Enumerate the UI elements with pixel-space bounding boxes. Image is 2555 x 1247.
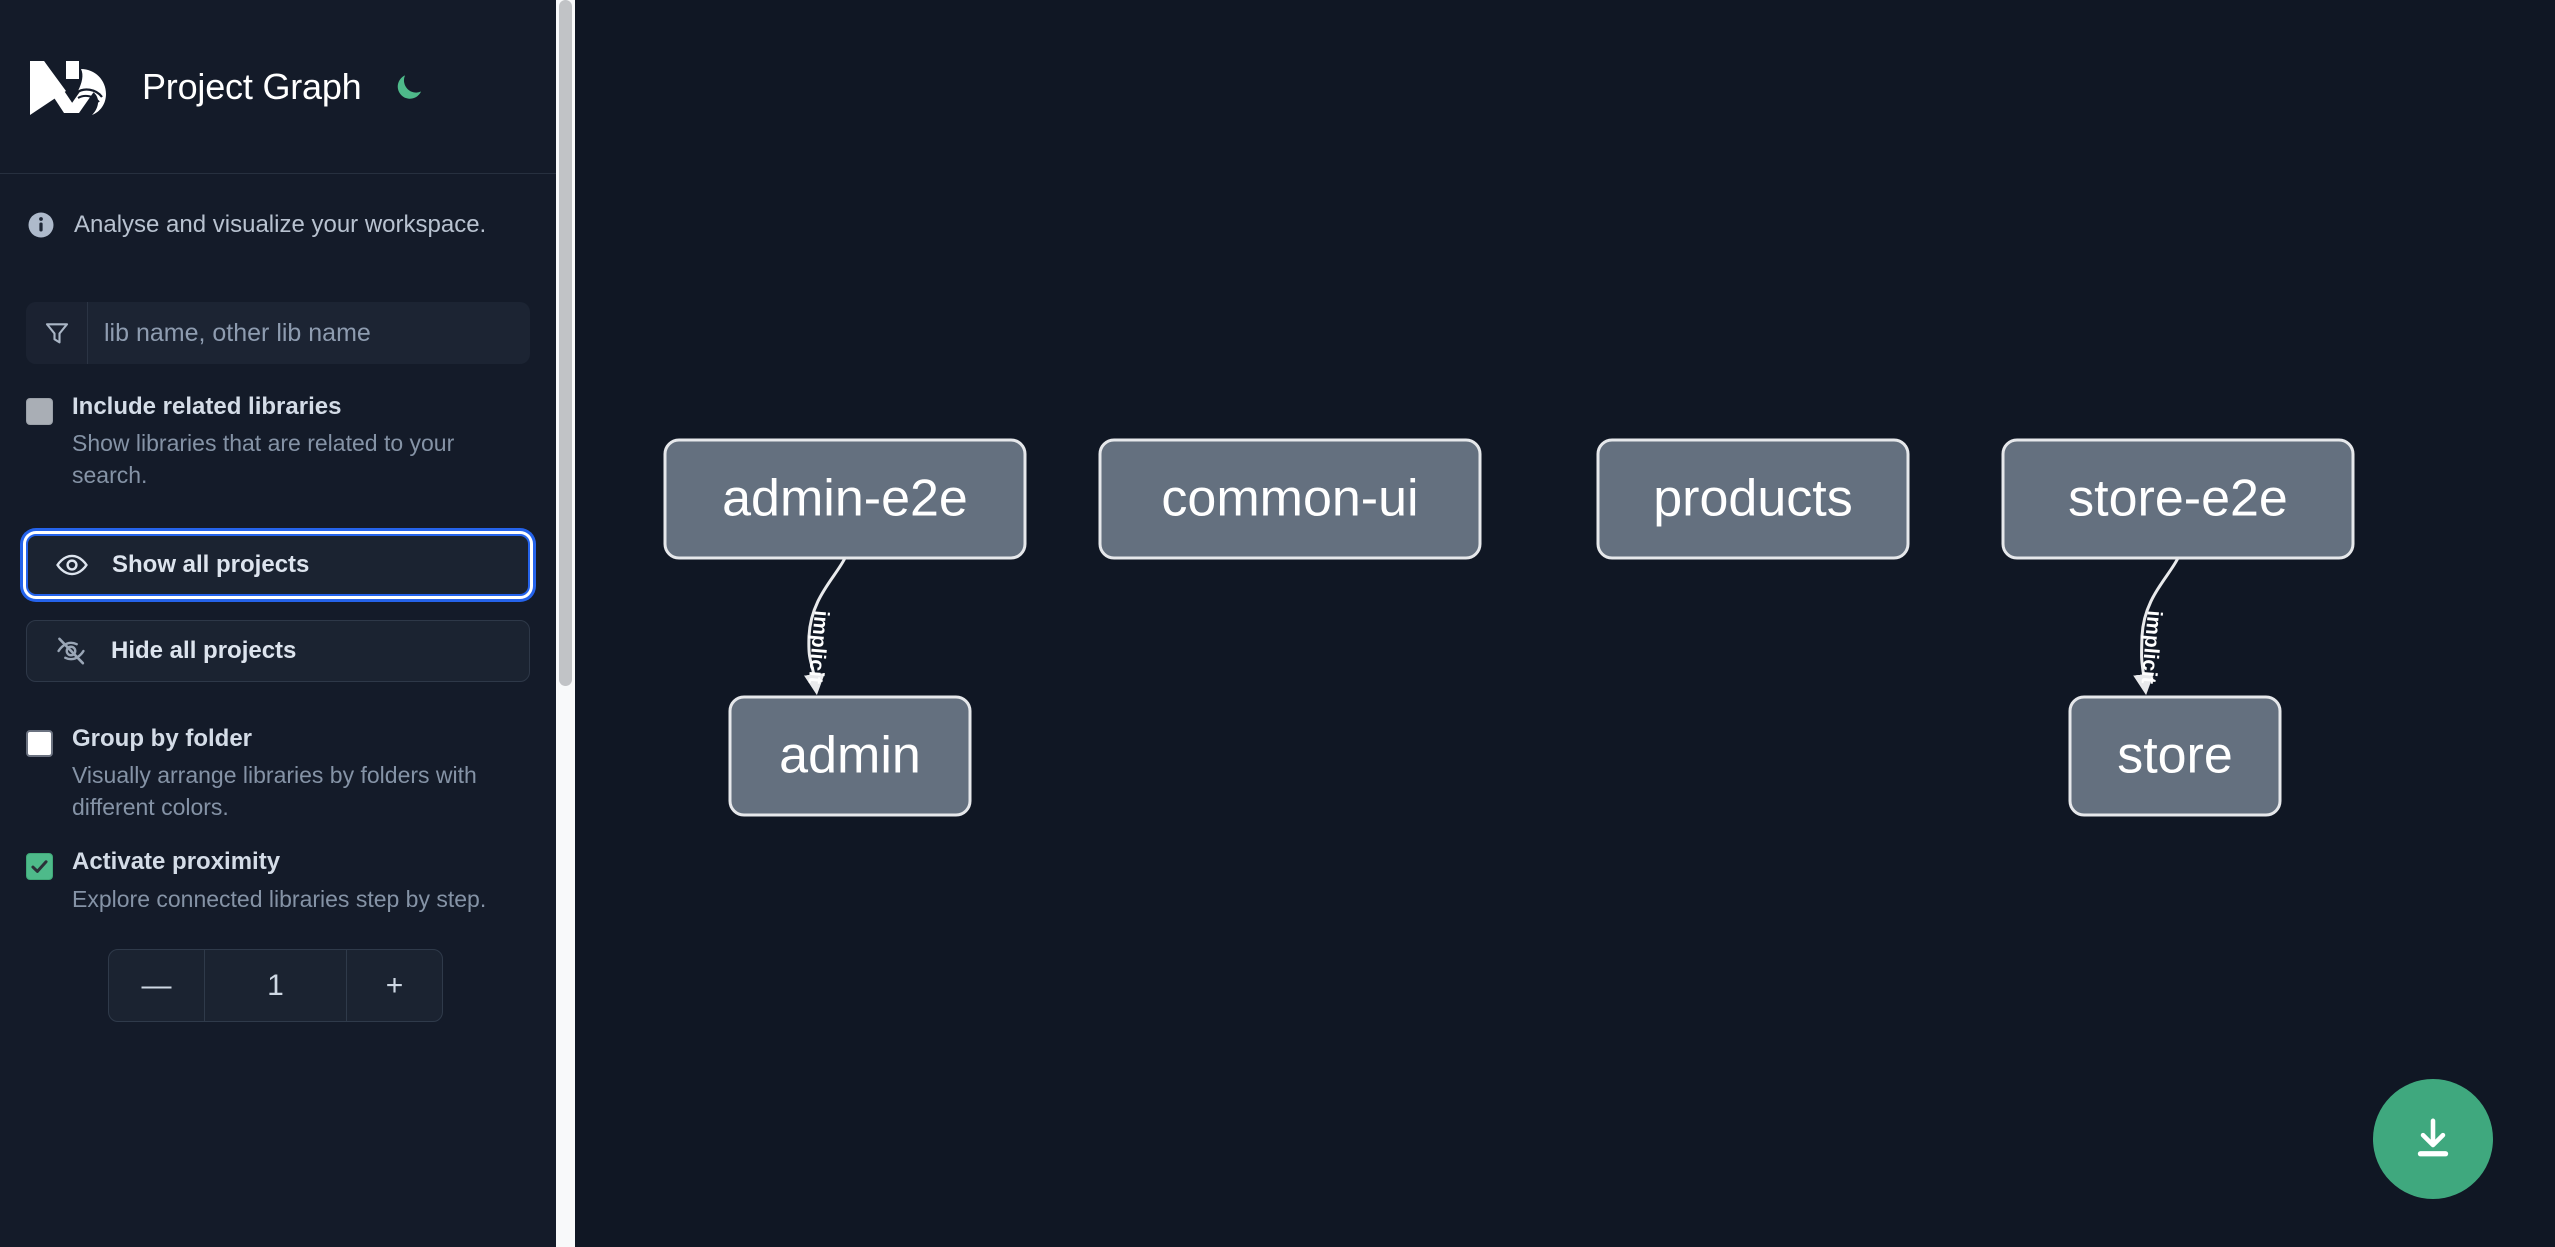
graph-nodes: admin-e2e common-ui products store-e2e admin…: [663, 438, 2355, 817]
option-label: Include related libraries: [72, 393, 342, 420]
sidebar-body: Analyse and visualize your workspace. In…: [0, 174, 556, 1023]
graph-node-label: admin-e2e: [722, 470, 968, 528]
search-input[interactable]: [88, 302, 530, 364]
option-activate-proximity[interactable]: Activate proximity Explore connected lib…: [0, 849, 556, 915]
checkbox-group-by-folder[interactable]: [26, 729, 53, 757]
nx-logo: [30, 60, 106, 115]
graph-node[interactable]: admin: [728, 695, 972, 817]
eye-icon: [54, 547, 90, 583]
option-group-by-folder[interactable]: Group by folder Visually arrange librari…: [0, 726, 556, 824]
option-description: Show libraries that are related to your …: [72, 430, 455, 488]
search-bar[interactable]: [26, 302, 530, 364]
graph-node-rect[interactable]: [1596, 438, 1910, 560]
checkbox-include-related-libraries[interactable]: [26, 398, 53, 425]
page-title: Project Graph: [142, 65, 362, 107]
option-include-related-libraries[interactable]: Include related libraries Show libraries…: [0, 394, 556, 492]
option-description: Explore connected libraries step by step…: [72, 885, 487, 912]
sidebar-scrollbar-track[interactable]: [556, 0, 575, 1247]
graph-node[interactable]: products: [1596, 438, 1910, 560]
graph-node-label: common-ui: [1161, 470, 1418, 528]
show-all-projects-button[interactable]: Show all projects: [26, 533, 530, 596]
option-description: Visually arrange libraries by folders wi…: [72, 761, 477, 820]
graph-edge: [2133, 557, 2180, 696]
graph-node-rect[interactable]: [1098, 438, 1482, 560]
graph-edge-label: implicit: [2137, 610, 2166, 685]
graph-canvas[interactable]: implicit implicit admin-e2e common-ui produ…: [575, 0, 2555, 1247]
sidebar-scrollbar-thumb[interactable]: [559, 0, 572, 686]
graph-edges: implicit implicit: [804, 557, 2180, 696]
option-label: Group by folder: [72, 724, 252, 752]
graph-node[interactable]: common-ui: [1098, 438, 1482, 560]
download-icon: [2417, 1118, 2449, 1157]
graph-edge-label: implicit: [804, 610, 833, 685]
graph-node-rect[interactable]: [2001, 438, 2355, 560]
proximity-stepper[interactable]: — 1 +: [108, 949, 443, 1023]
project-graph-svg: implicit implicit admin-e2e common-ui produ…: [663, 438, 2355, 817]
proximity-increment-button[interactable]: +: [385, 968, 404, 1002]
graph-node-label: store-e2e: [2068, 470, 2288, 528]
proximity-decrement-button[interactable]: —: [141, 968, 172, 1002]
graph-node[interactable]: store: [2068, 695, 2282, 817]
download-graph-button[interactable]: [2373, 1079, 2493, 1199]
moon-icon[interactable]: [392, 70, 426, 104]
hide-all-projects-button[interactable]: Hide all projects: [26, 619, 530, 682]
graph-edge: [804, 557, 847, 696]
tagline-text: Analyse and visualize your workspace.: [74, 211, 487, 238]
graph-node-label: store: [2117, 727, 2233, 785]
proximity-value: 1: [204, 950, 347, 1022]
eye-off-icon: [53, 633, 89, 669]
checkbox-activate-proximity[interactable]: [26, 853, 53, 881]
info-icon: [28, 212, 54, 238]
sidebar-header: Project Graph: [0, 0, 556, 174]
hide-all-projects-label: Hide all projects: [111, 636, 297, 664]
graph-node-rect[interactable]: [663, 438, 1027, 560]
graph-node-rect[interactable]: [728, 695, 972, 817]
show-all-projects-label: Show all projects: [112, 550, 310, 578]
filter-icon: [26, 302, 88, 364]
graph-node-label: admin: [779, 727, 921, 785]
tagline: Analyse and visualize your workspace.: [0, 174, 556, 240]
graph-node[interactable]: admin-e2e: [663, 438, 1027, 560]
graph-node-label: products: [1653, 470, 1852, 528]
sidebar: Project Graph Analyse and visualize your…: [0, 0, 556, 1247]
graph-node-rect[interactable]: [2068, 695, 2282, 817]
option-label: Activate proximity: [72, 848, 281, 876]
graph-node[interactable]: store-e2e: [2001, 438, 2355, 560]
